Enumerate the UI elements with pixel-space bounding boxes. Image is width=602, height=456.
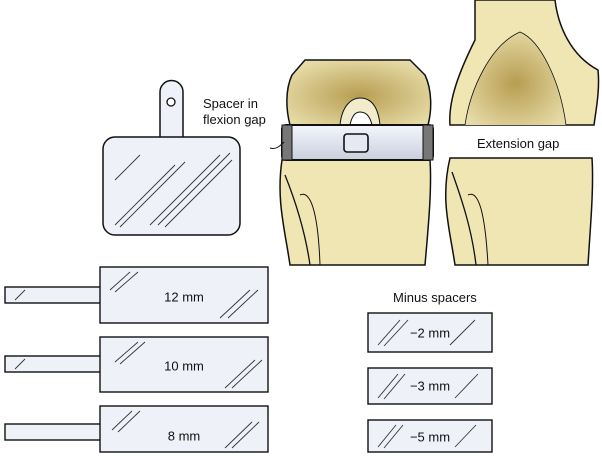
minus-spacer-label: −3 mm [409, 378, 451, 394]
spacer-slot-icon [343, 133, 369, 153]
flexion-gap-label-line1: Spacer in [203, 96, 258, 111]
flexion-gap-label-line2: flexion gap [203, 112, 266, 127]
paddle-spacer [102, 79, 241, 236]
spacer-8mm [4, 405, 269, 453]
minus-spacer-2mm [367, 312, 493, 353]
minus-spacer-5mm [367, 419, 493, 453]
minus-spacer-label: −2 mm [409, 325, 451, 341]
extension-knee [445, 0, 600, 266]
minus-spacer-label: −5 mm [409, 429, 451, 445]
spacer-10mm [4, 336, 269, 393]
extension-gap-label: Extension gap [477, 136, 560, 151]
spacer-label: 8 mm [167, 428, 201, 444]
minus-spacers-title: Minus spacers [393, 290, 477, 305]
spacer-12mm [4, 266, 269, 324]
spacer-label: 12 mm [164, 289, 204, 305]
flexion-knee [269, 59, 434, 266]
hole-icon [166, 97, 176, 107]
minus-spacer-3mm [367, 367, 493, 405]
spacer-label: 10 mm [164, 358, 204, 374]
